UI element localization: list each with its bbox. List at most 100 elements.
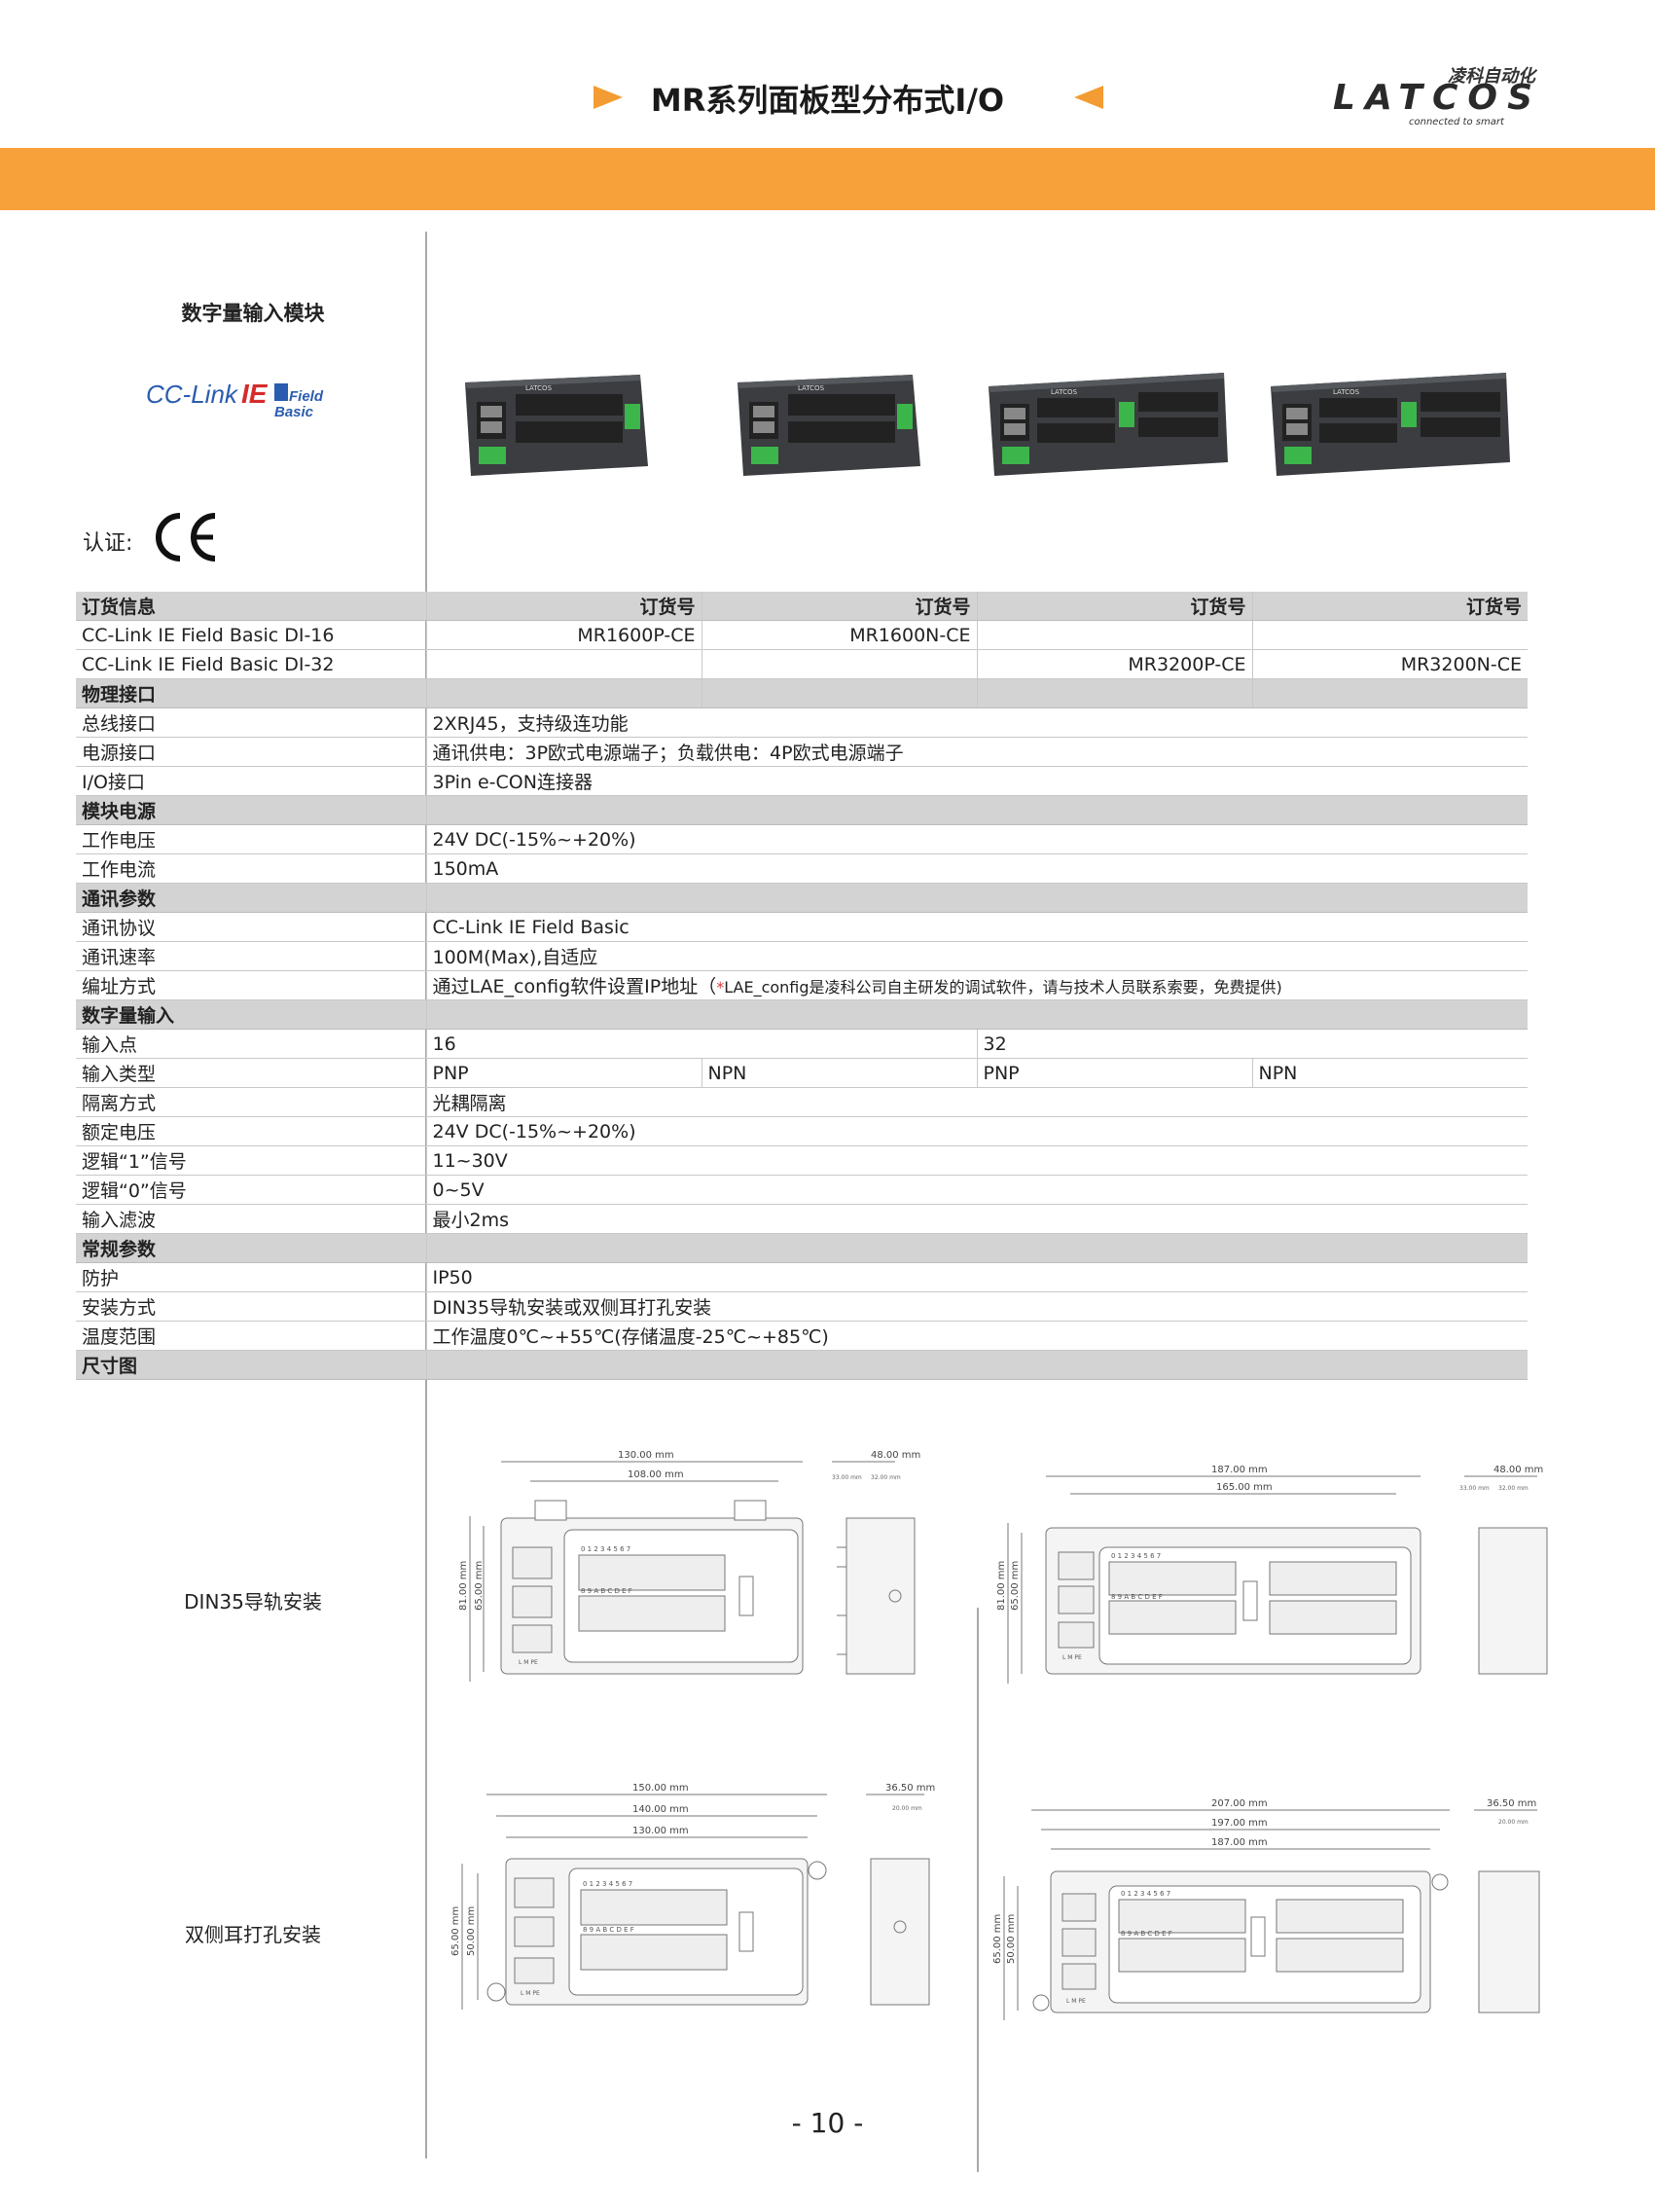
spec-value: 24V DC(-15%~+20%) <box>425 1116 1528 1146</box>
spec-value: 2XRJ45，支持级连功能 <box>425 707 1528 738</box>
svg-text:187.00 mm: 187.00 mm <box>1211 1465 1268 1475</box>
table-section-general: 常规参数 <box>76 1233 1528 1263</box>
table-row: 逻辑“0”信号 0~5V <box>76 1175 1528 1205</box>
order-number-header: 订货号 <box>976 592 1252 621</box>
svg-text:32.00 mm: 32.00 mm <box>1498 1485 1529 1492</box>
spec-label: 温度范围 <box>76 1321 426 1351</box>
drawing-din-16: 130.00 mm 108.00 mm 81.00 mm 65.00 mm 48… <box>458 1450 920 1682</box>
ce-mark-icon <box>156 513 216 562</box>
svg-text:L M PE: L M PE <box>521 1990 540 1997</box>
header-band <box>0 148 1655 210</box>
spec-value: 工作温度0℃~+55℃(存储温度-25℃~+85℃) <box>425 1321 1528 1351</box>
svg-text:33.00 mm: 33.00 mm <box>1459 1485 1490 1492</box>
table-row: 编址方式 通过LAE_config软件设置IP地址（*LAE_config是凌科… <box>76 970 1528 1000</box>
svg-text:LATCOS: LATCOS <box>1333 388 1360 396</box>
table-row: 输入点 16 32 <box>76 1029 1528 1059</box>
svg-text:65.00 mm: 65.00 mm <box>1010 1561 1021 1611</box>
order-number-header: 订货号 <box>425 592 702 621</box>
spec-label: 防护 <box>76 1262 426 1292</box>
svg-text:65.00 mm: 65.00 mm <box>474 1561 485 1611</box>
spec-value: 光耦隔离 <box>425 1087 1528 1117</box>
spec-value: IP50 <box>425 1262 1528 1292</box>
table-row: CC-Link IE Field Basic DI-16 MR1600P-CE … <box>76 620 1528 650</box>
svg-text:207.00 mm: 207.00 mm <box>1211 1798 1268 1809</box>
svg-text:108.00 mm: 108.00 mm <box>628 1469 684 1480</box>
spec-label: 通讯速率 <box>76 941 426 971</box>
order-code <box>1251 620 1528 650</box>
order-code: MR1600N-CE <box>701 620 977 650</box>
table-row: 通讯协议 CC-Link IE Field Basic <box>76 912 1528 942</box>
table-row: I/O接口 3Pin e-CON连接器 <box>76 766 1528 796</box>
spec-value: 16 <box>425 1029 977 1059</box>
order-number-header: 订货号 <box>1251 592 1528 621</box>
spec-value: 通过LAE_config软件设置IP地址（*LAE_config是凌科公司自主研… <box>425 970 1528 1000</box>
logo-cn-text: 凌科自动化 <box>1448 66 1537 87</box>
spec-value: 150mA <box>425 853 1528 884</box>
table-row: 逻辑“1”信号 11~30V <box>76 1145 1528 1176</box>
cclink-field-text: Field <box>289 388 324 405</box>
svg-text:LATCOS: LATCOS <box>1051 388 1078 396</box>
latcos-logo: 凌科自动化 LATCOS connected to smart <box>1333 66 1537 127</box>
spec-label: 工作电流 <box>76 853 426 884</box>
arrow-left-icon <box>1074 86 1103 109</box>
spec-label: 逻辑“0”信号 <box>76 1175 426 1205</box>
svg-text:81.00 mm: 81.00 mm <box>458 1561 469 1611</box>
certification-label: 认证: <box>83 531 133 556</box>
spec-value: PNP <box>425 1058 702 1088</box>
cclink-text: CC-Link <box>146 380 239 409</box>
spec-label: 输入滤波 <box>76 1204 426 1234</box>
table-section-physical: 物理接口 <box>76 678 1528 708</box>
spec-value: 通讯供电：3P欧式电源端子；负载供电：4P欧式电源端子 <box>425 737 1528 767</box>
product-name: CC-Link IE Field Basic DI-32 <box>76 649 426 679</box>
drawing-ear-32: 207.00 mm 197.00 mm 187.00 mm 65.00 mm 5… <box>992 1798 1540 2020</box>
svg-text:LATCOS: LATCOS <box>525 384 553 392</box>
table-row: 输入滤波 最小2ms <box>76 1204 1528 1234</box>
order-code <box>976 620 1252 650</box>
svg-text:L M PE: L M PE <box>1062 1654 1082 1661</box>
svg-text:20.00 mm: 20.00 mm <box>892 1805 922 1812</box>
section-label: 物理接口 <box>76 678 426 708</box>
svg-text:50.00 mm: 50.00 mm <box>1006 1914 1017 1964</box>
svg-text:197.00 mm: 197.00 mm <box>1211 1818 1268 1829</box>
table-row: 通讯速率 100M(Max),自适应 <box>76 941 1528 971</box>
spec-label: 隔离方式 <box>76 1087 426 1117</box>
svg-text:140.00 mm: 140.00 mm <box>632 1804 689 1815</box>
product-image-mr1600p: LATCOS <box>465 375 648 476</box>
note-star: * <box>716 978 725 997</box>
section-title: 数字量输入模块 <box>181 302 325 325</box>
svg-text:187.00 mm: 187.00 mm <box>1211 1837 1268 1848</box>
spec-value: 最小2ms <box>425 1204 1528 1234</box>
svg-text:8 9 A B C D E F: 8 9 A B C D E F <box>583 1926 634 1934</box>
table-row: CC-Link IE Field Basic DI-32 MR3200P-CE … <box>76 649 1528 679</box>
svg-text:20.00 mm: 20.00 mm <box>1498 1819 1529 1826</box>
svg-text:0 1 2 3 4 5 6 7: 0 1 2 3 4 5 6 7 <box>583 1880 632 1888</box>
drawing-din-32: 187.00 mm 165.00 mm 81.00 mm 65.00 mm 48… <box>996 1465 1548 1684</box>
cclink-basic-text: Basic <box>274 404 314 418</box>
table-row: 工作电流 150mA <box>76 853 1528 884</box>
product-name: CC-Link IE Field Basic DI-16 <box>76 620 426 650</box>
spec-value: 32 <box>976 1029 1528 1059</box>
svg-text:165.00 mm: 165.00 mm <box>1216 1482 1273 1493</box>
order-code <box>425 649 702 679</box>
svg-text:0 1 2 3 4 5 6 7: 0 1 2 3 4 5 6 7 <box>1111 1552 1161 1560</box>
svg-text:36.50 mm: 36.50 mm <box>1487 1798 1536 1809</box>
table-section-dimensions: 尺寸图 <box>76 1350 1528 1380</box>
order-code: MR3200P-CE <box>976 649 1252 679</box>
table-row: 总线接口 2XRJ45，支持级连功能 <box>76 707 1528 738</box>
section-label: 尺寸图 <box>76 1350 426 1380</box>
address-value: 通过LAE_config软件设置IP地址（ <box>432 976 717 997</box>
spec-label: 逻辑“1”信号 <box>76 1145 426 1176</box>
table-row: 温度范围 工作温度0℃~+55℃(存储温度-25℃~+85℃) <box>76 1321 1528 1351</box>
arrow-right-icon <box>594 86 623 109</box>
spec-label: 安装方式 <box>76 1291 426 1322</box>
logo-tagline: connected to smart <box>1409 117 1505 127</box>
table-row: 额定电压 24V DC(-15%~+20%) <box>76 1116 1528 1146</box>
svg-text:32.00 mm: 32.00 mm <box>871 1474 901 1481</box>
spec-value: 100M(Max),自适应 <box>425 941 1528 971</box>
spec-label: 工作电压 <box>76 824 426 854</box>
spec-value: 11~30V <box>425 1145 1528 1176</box>
svg-text:0 1 2 3 4 5 6 7: 0 1 2 3 4 5 6 7 <box>581 1545 630 1553</box>
table-section-comm: 通讯参数 <box>76 883 1528 913</box>
spec-value: NPN <box>701 1058 977 1088</box>
svg-text:8 9 A B C D E F: 8 9 A B C D E F <box>1111 1593 1163 1601</box>
